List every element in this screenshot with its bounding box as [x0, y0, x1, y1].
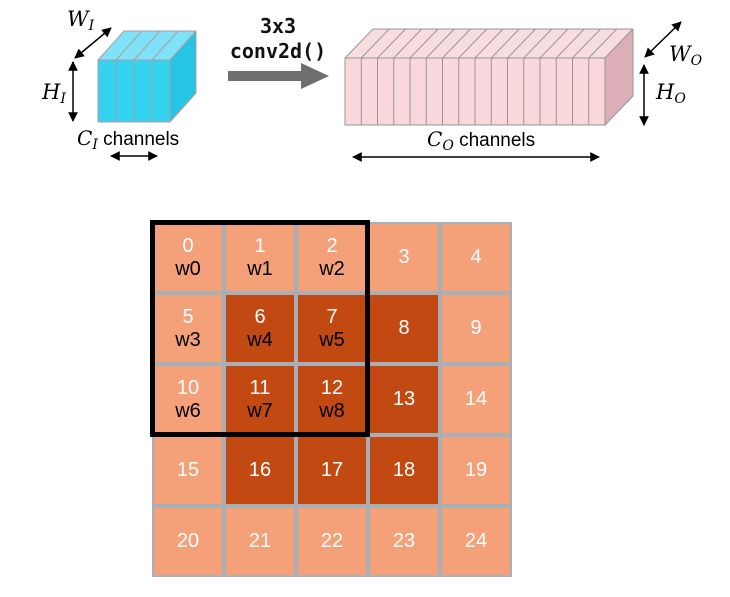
cell-number: 8: [398, 317, 410, 339]
channel-slice-line: [572, 28, 601, 59]
cell-number: 15: [176, 459, 200, 481]
conv-arrow-icon: [228, 63, 329, 89]
channel-slice-line: [490, 28, 520, 59]
channel-slice-line: [377, 28, 406, 59]
grid-cell-3: 3: [370, 224, 438, 291]
cell-number: 13: [392, 388, 416, 410]
input-width-arrow: [74, 27, 112, 59]
cell-number: 1: [254, 234, 266, 257]
channel-slice-line: [523, 28, 553, 59]
channel-slice-line: [588, 28, 618, 59]
cell-number: 17: [320, 459, 344, 481]
channel-slice-line: [555, 28, 585, 59]
grid-cell-20: 20: [154, 508, 222, 575]
grid-cell-22: 22: [298, 508, 366, 575]
grid-cell-17: 17: [298, 437, 366, 504]
grid-cell-19: 19: [442, 437, 510, 504]
grid-cell-9: 9: [442, 295, 510, 362]
cell-number: 4: [470, 246, 482, 268]
cell-number: 19: [464, 459, 488, 481]
output-channel-slices: [360, 28, 618, 125]
input-height-label: HI: [41, 80, 66, 107]
cell-number: 14: [464, 388, 488, 410]
cell-number: 18: [392, 459, 416, 481]
output-width-arrow: [644, 21, 682, 58]
conv2d-label: conv2d(): [230, 39, 326, 63]
input-tensor-figure: WI HI CI channels: [41, 7, 197, 161]
tensor-figure-svg: WI HI CI channels 3x3 conv2d() WO HO CO …: [41, 7, 703, 162]
cell-number: 21: [248, 530, 272, 552]
input-channels-label: CI channels: [77, 126, 179, 153]
cell-number: 7: [326, 305, 338, 328]
grid-cell-23: 23: [370, 508, 438, 575]
grid-cell-18: 18: [370, 437, 438, 504]
output-tensor-figure: WO HO CO channels: [344, 21, 703, 162]
cell-weight-label: w4: [247, 328, 273, 351]
cell-number: 6: [254, 305, 266, 328]
channel-slice-line: [507, 28, 536, 59]
output-channels-label: CO channels: [427, 127, 535, 154]
cell-number: 11: [249, 376, 271, 399]
cell-weight-label: w2: [319, 257, 345, 280]
cell-weight-label: w3: [175, 328, 201, 351]
cell-number: 5: [182, 305, 194, 328]
channel-slice-line: [151, 30, 179, 61]
conv-operation: 3x3 conv2d(): [228, 14, 329, 89]
cell-number: 2: [326, 234, 338, 257]
input-width-label: WI: [67, 7, 95, 34]
channel-slice-line: [393, 28, 423, 59]
cell-number: 16: [248, 459, 272, 481]
grid-cell-21: 21: [226, 508, 294, 575]
channel-slice-line: [474, 28, 504, 59]
cell-weight-label: w5: [319, 328, 345, 351]
cell-number: 22: [320, 530, 344, 552]
output-height-label: HO: [655, 80, 686, 107]
cell-weight-label: w1: [247, 257, 273, 280]
channel-slice-line: [133, 30, 161, 61]
cell-number: 9: [470, 317, 482, 339]
output-width-label: WO: [669, 42, 703, 69]
channel-slice-line: [409, 28, 439, 59]
cell-weight-label: w0: [175, 257, 201, 280]
cell-weight-label: w6: [175, 399, 201, 422]
channel-slice-line: [360, 28, 390, 59]
grid-cell-8: 8: [370, 295, 438, 362]
grid-cell-24: 24: [442, 508, 510, 575]
grid-cell-16: 16: [226, 437, 294, 504]
cell-number: 24: [464, 530, 488, 552]
channel-slice-line: [539, 28, 569, 59]
grid-cell-15: 15: [154, 437, 222, 504]
cell-number: 12: [320, 376, 344, 399]
cell-number: 10: [176, 376, 200, 399]
input-channel-slices: [115, 30, 179, 122]
channel-slice-line: [458, 28, 488, 59]
cell-number: 0: [182, 234, 194, 257]
cell-number: 20: [176, 530, 200, 552]
cell-number: 3: [398, 246, 410, 268]
grid-cell-4: 4: [442, 224, 510, 291]
cell-number: 23: [392, 530, 416, 552]
grid-cell-14: 14: [442, 366, 510, 433]
channel-slice-line: [115, 30, 143, 61]
cell-weight-label: w7: [247, 399, 273, 422]
channel-slice-line: [425, 28, 455, 59]
channel-slice-line: [442, 28, 471, 59]
cell-weight-label: w8: [319, 399, 345, 422]
grid-cell-13: 13: [370, 366, 438, 433]
kernel-size-label: 3x3: [260, 14, 296, 38]
